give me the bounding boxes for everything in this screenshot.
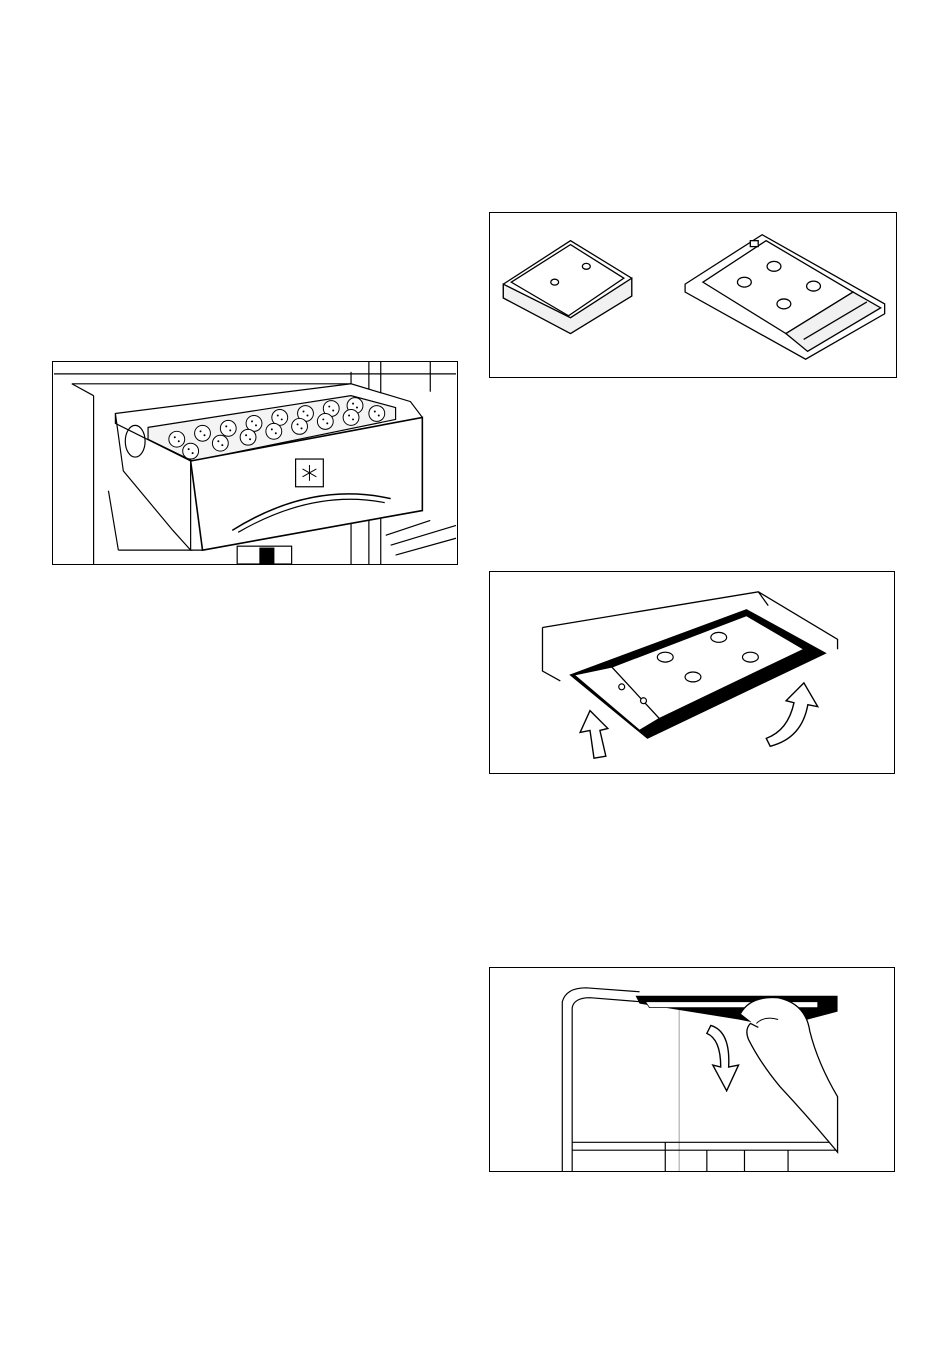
freezer-drawer-figure [52,361,458,565]
ice-pack-remove-illustration [490,968,894,1171]
ice-pack-remove-figure [489,967,895,1172]
curved-up-arrow [766,683,817,746]
freezer-drawer-illustration [53,362,457,564]
ice-packs-illustration [490,213,896,377]
up-arrow [580,711,608,759]
hand [741,998,838,1153]
ice-packs-figure [489,212,897,378]
curved-down-arrow [707,1025,739,1090]
ice-pack-insert-figure [489,571,895,774]
ice-pack-insert-illustration [490,572,894,773]
